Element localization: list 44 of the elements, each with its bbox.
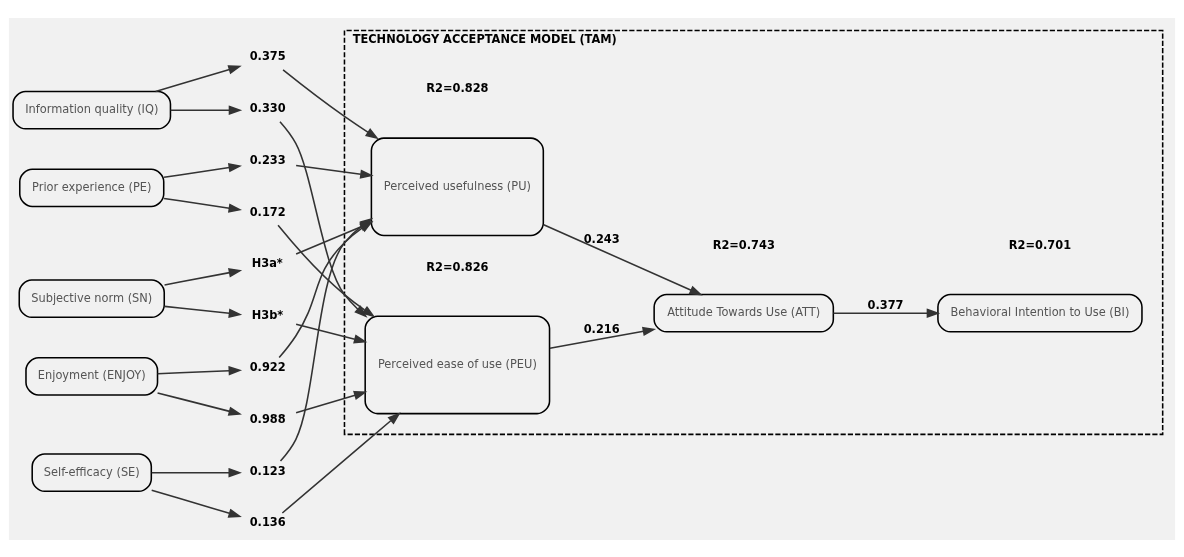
arrow bbox=[163, 197, 242, 213]
node-text: 0.988 bbox=[249, 411, 286, 426]
node-box: Prior experience (PE) bbox=[19, 167, 165, 207]
node-text: 0.172 bbox=[249, 204, 286, 219]
node-text: 0.330 bbox=[249, 100, 286, 115]
node-box: Behavioral Intention to Use (BI) bbox=[937, 293, 1143, 333]
arrow bbox=[154, 64, 242, 92]
node-box: Subjective norm (SN) bbox=[18, 278, 166, 318]
node-text: 0.136 bbox=[249, 514, 286, 529]
arrow bbox=[542, 223, 703, 295]
node-label: R2=0.743 bbox=[712, 237, 775, 252]
node-text: H3b* bbox=[251, 307, 284, 322]
arrow bbox=[163, 267, 243, 286]
node-label: R2=0.826 bbox=[426, 259, 489, 274]
node-box: Self-efficacy (SE) bbox=[31, 452, 153, 492]
arrow bbox=[295, 164, 374, 179]
arrow bbox=[156, 391, 242, 416]
arrow bbox=[295, 322, 368, 344]
arrow bbox=[281, 411, 401, 514]
node-text: 0.922 bbox=[249, 359, 286, 374]
arrow bbox=[282, 68, 379, 139]
node-box: Attitude Towards Use (ATT) bbox=[653, 293, 835, 333]
arrow bbox=[163, 162, 242, 178]
node-text: 0.123 bbox=[249, 463, 286, 478]
node-box: Perceived ease of use (PEU) bbox=[364, 315, 551, 414]
node-text: 0.233 bbox=[249, 152, 286, 167]
node-text: H3a* bbox=[251, 255, 283, 270]
arrow bbox=[150, 488, 242, 518]
arrow bbox=[295, 390, 368, 414]
arrow bbox=[169, 104, 243, 115]
arrow bbox=[549, 326, 657, 349]
edge-label: 0.377 bbox=[867, 297, 904, 312]
node-label: R2=0.828 bbox=[426, 80, 489, 95]
arrow bbox=[832, 307, 941, 318]
node-box: Perceived usefulness (PU) bbox=[370, 136, 545, 236]
node-box: Information quality (IQ) bbox=[12, 90, 172, 130]
node-label: R2=0.701 bbox=[1008, 237, 1072, 252]
node-text: 0.375 bbox=[249, 48, 286, 63]
edge-label: 0.216 bbox=[583, 321, 620, 336]
arrow bbox=[163, 305, 243, 318]
node-box: Enjoyment (ENJOY) bbox=[25, 356, 159, 396]
arrow bbox=[156, 365, 243, 375]
edge-label: 0.243 bbox=[583, 231, 620, 246]
arrow bbox=[150, 467, 242, 477]
